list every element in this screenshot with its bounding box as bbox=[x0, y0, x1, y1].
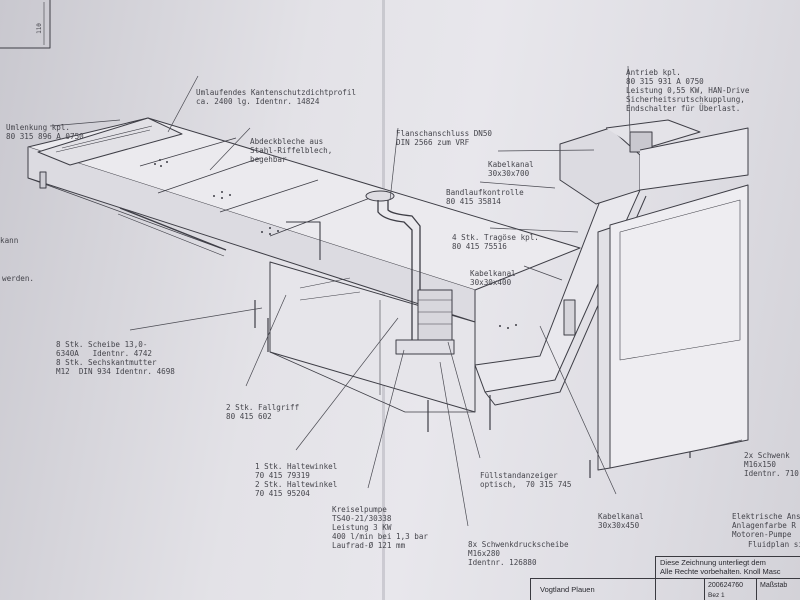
title-block-border-mid bbox=[530, 578, 800, 579]
label-left-cut-1: kann bbox=[0, 236, 19, 245]
label-left-cut-2: werden. bbox=[2, 274, 35, 283]
label-umlenkung: Umlenkung kpl.80 315 896 A 0750 bbox=[6, 123, 84, 141]
leader-lines bbox=[49, 65, 743, 527]
pump-assembly bbox=[286, 190, 455, 355]
title-page: Bez 1 bbox=[708, 592, 725, 599]
conveyor-body bbox=[27, 117, 581, 329]
title-notice-2: Alle Rechte vorbehalten. Knoll Masc bbox=[660, 567, 781, 576]
title-block-border-left2 bbox=[530, 578, 531, 600]
title-block-divider2 bbox=[756, 578, 757, 600]
dimension-label: 110 bbox=[35, 23, 43, 34]
title-notice-1: Diese Zeichnung unterliegt dem bbox=[660, 558, 766, 567]
title-block-border-top bbox=[655, 556, 800, 557]
label-fluidplan: Fluidplan siehe bbox=[748, 540, 800, 549]
title-number: 200624760 bbox=[708, 582, 744, 589]
label-tragoese: 4 Stk. Tragöse kpl.80 415 75516 bbox=[452, 233, 539, 251]
title-scale-label: Maßstab bbox=[760, 582, 788, 589]
title-block-divider bbox=[704, 578, 705, 600]
dimension-frame bbox=[0, 0, 51, 49]
coolant-tank bbox=[269, 261, 476, 413]
drive-housing bbox=[559, 119, 749, 471]
title-company: Vogtland Plauen bbox=[540, 585, 595, 594]
